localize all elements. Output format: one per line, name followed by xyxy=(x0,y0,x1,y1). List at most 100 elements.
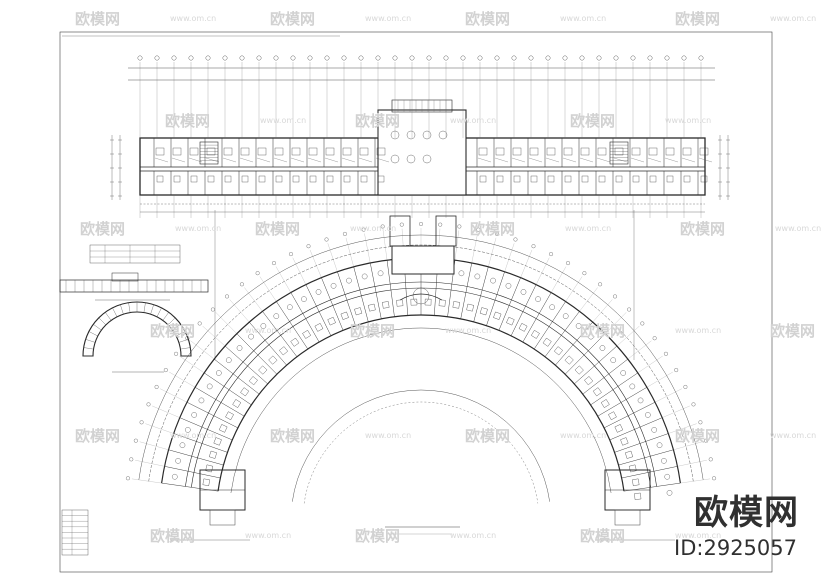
room-fixture xyxy=(327,316,336,326)
room-partition xyxy=(262,311,298,357)
pipe-run xyxy=(511,157,526,163)
room-fixture xyxy=(625,450,633,459)
pipe-run xyxy=(375,157,390,163)
bath-fixture xyxy=(458,270,465,277)
bath-fixture xyxy=(287,304,293,310)
grid-bubble xyxy=(380,224,385,229)
grid-axis xyxy=(646,371,673,388)
pipe-run xyxy=(681,157,696,163)
room-partition xyxy=(564,333,606,375)
keyplan-partition xyxy=(167,317,176,326)
keyplan-partition xyxy=(105,312,112,321)
bath-fixture xyxy=(549,304,555,310)
grid-bubble xyxy=(324,237,329,242)
bath-fixture xyxy=(359,147,369,156)
grid-bubble xyxy=(154,55,160,61)
keyplan-partition xyxy=(128,302,131,313)
bath-fixture xyxy=(632,175,640,183)
room-fixture xyxy=(506,316,515,326)
grid-axis xyxy=(662,405,690,418)
grid-bubble xyxy=(306,244,311,249)
pipe-run xyxy=(647,157,662,163)
bath-fixture xyxy=(360,175,368,183)
grid-axis xyxy=(627,340,652,360)
keyplan-partition xyxy=(98,317,107,326)
grid-axis xyxy=(190,340,215,360)
grid-bubble xyxy=(239,282,244,287)
room-fixture xyxy=(553,346,563,356)
keyplan-lobby xyxy=(111,272,139,282)
bath-fixture xyxy=(598,175,606,183)
room-fixture xyxy=(518,323,528,332)
keyplan-partition xyxy=(180,347,191,350)
grid-axis xyxy=(152,405,180,418)
keyplan-partition xyxy=(93,324,102,331)
pipe-run xyxy=(545,157,560,163)
room-partition xyxy=(290,292,320,343)
room-partition xyxy=(194,387,245,417)
room-fixture xyxy=(202,478,210,486)
grid-bubble xyxy=(477,55,483,61)
grid-bubble xyxy=(146,402,151,407)
bath-fixture xyxy=(291,147,301,156)
furniture-table xyxy=(422,130,432,140)
grid-axis xyxy=(383,230,388,261)
room-partition xyxy=(305,284,332,336)
pipe-run xyxy=(613,157,628,163)
bath-fixture xyxy=(535,296,541,302)
grid-bubble xyxy=(528,55,534,61)
grid-bubble xyxy=(457,224,462,229)
room-partition xyxy=(224,345,268,385)
room-fixture xyxy=(608,411,617,421)
room-partition xyxy=(614,433,669,453)
grid-bubble xyxy=(562,55,568,61)
grid-axis xyxy=(259,276,277,302)
grid-bubble xyxy=(171,55,177,61)
grid-axis xyxy=(275,266,291,293)
grid-bubble xyxy=(647,55,653,61)
grid-axis xyxy=(215,312,237,334)
bath-fixture xyxy=(649,175,657,183)
grid-bubble xyxy=(708,457,713,462)
pipe-run xyxy=(477,157,492,163)
keyplan-partition xyxy=(156,307,162,317)
room-fixture xyxy=(258,365,268,375)
bath-fixture xyxy=(191,412,197,418)
grid-bubble xyxy=(613,55,619,61)
room-fixture xyxy=(302,330,311,339)
bath-fixture xyxy=(173,175,181,183)
bath-fixture xyxy=(683,175,691,183)
bath-fixture xyxy=(236,345,243,351)
grid-axis xyxy=(504,243,515,272)
room-partition xyxy=(582,358,628,395)
bath-fixture xyxy=(620,370,626,376)
stair xyxy=(199,141,219,165)
grid-axis xyxy=(179,355,205,373)
room-partition xyxy=(544,311,580,357)
bath-fixture xyxy=(260,323,267,329)
grid-axis xyxy=(202,326,226,347)
bath-fixture xyxy=(581,175,589,183)
grid-bubble xyxy=(409,55,415,61)
balcony-line xyxy=(230,327,612,493)
grid-axis xyxy=(229,299,250,323)
bath-fixture xyxy=(588,333,594,340)
bath-fixture xyxy=(190,175,198,183)
bath-fixture xyxy=(529,147,539,156)
grid-bubble xyxy=(419,222,423,226)
grid-axis xyxy=(488,237,497,267)
stair xyxy=(209,509,236,526)
grid-bubble xyxy=(613,294,617,299)
grid-axis xyxy=(364,233,371,263)
grid-bubble xyxy=(290,55,296,61)
pipe-run xyxy=(256,157,271,163)
pipe-run xyxy=(358,157,373,163)
pipe-run xyxy=(596,157,611,163)
bath-fixture xyxy=(206,147,216,156)
grid-bubble xyxy=(205,55,211,61)
room-fixture xyxy=(542,337,552,347)
bath-fixture xyxy=(562,313,569,319)
grid-bubble xyxy=(630,55,636,61)
room-partition xyxy=(204,372,252,406)
